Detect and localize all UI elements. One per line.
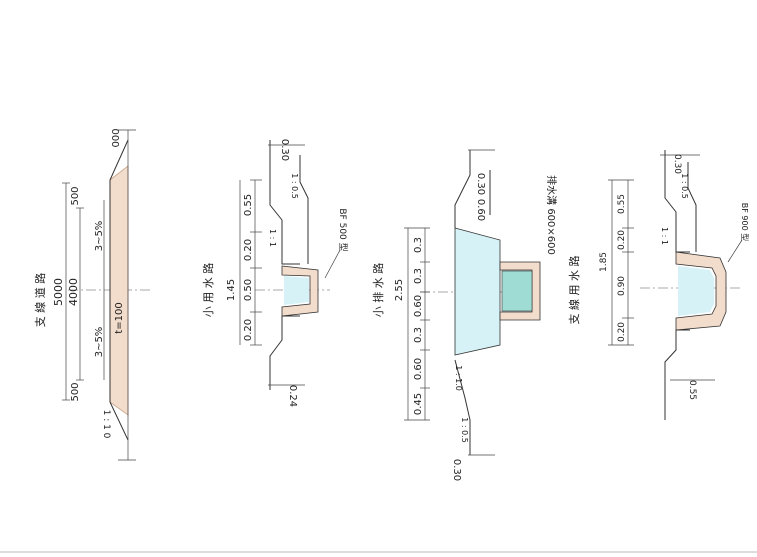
small-irrigation-seg-2: 0.50 — [243, 279, 254, 301]
small-drainage-grate — [501, 270, 533, 312]
small-drainage-slope: 1 : 1.0 — [454, 365, 463, 391]
small-irrigation-lining — [281, 265, 319, 317]
road-title: 支 線 道 路 — [33, 273, 47, 328]
road-edge-dim-top: 500 — [70, 186, 81, 205]
small-irrigation-title: 小 用 水 路 — [202, 263, 215, 318]
small-irrigation-bottom-dim: 0.24 — [287, 385, 298, 407]
road-thickness: t=100 — [114, 302, 125, 333]
branch-irrigation-water — [678, 266, 714, 316]
small-drainage-title: 小 排 水 路 — [371, 263, 385, 318]
small-irrigation-slope: 1 : 0.5 — [290, 173, 299, 199]
section-road: 支 線 道 路 5000 4000 500 500 3~5% 3~5% t=10… — [33, 128, 150, 461]
small-drainage-seg-4: 0.60 — [413, 295, 424, 317]
small-drainage-top-dim-1: 0.30 — [475, 173, 486, 195]
small-drainage-seg-2: 0.60 — [413, 358, 424, 380]
small-irrigation-seg-4: 0.55 — [243, 194, 254, 216]
branch-irrigation-seg-4: 0.55 — [617, 194, 627, 214]
small-drainage-bottom-dim: 0.30 — [451, 459, 462, 481]
small-irrigation-seg-3: 0.20 — [243, 239, 254, 261]
small-irrigation-total: 1.45 — [226, 279, 237, 301]
small-irrigation-water — [284, 276, 309, 305]
road-edge-dim-bottom: 500 — [70, 382, 81, 401]
small-drainage-seg-6: 0.3 — [413, 237, 424, 253]
branch-irrigation-slope-2: 1 : 1 — [660, 227, 669, 245]
small-drainage-water — [454, 227, 501, 356]
section-branch-irrigation: 支 線 用 水 路 1.85 0.20 0.90 0.20 0.55 0.30 … — [567, 150, 749, 420]
small-irrigation-product: BF 500 型 — [337, 208, 348, 251]
road-slope-lower: 3~5% — [94, 327, 105, 358]
small-irrigation-seg-1: 0.20 — [243, 319, 254, 341]
small-drainage-slope-2: 1 : 0.5 — [460, 417, 469, 443]
road-bottom-marker: 1 : 1 0 — [101, 410, 111, 439]
small-irrigation-top-dim: 0.30 — [279, 139, 290, 161]
branch-irrigation-seg-1: 0.20 — [617, 322, 627, 342]
small-drainage-top-dim-2: 0.60 — [475, 199, 486, 221]
branch-irrigation-lining — [675, 251, 727, 331]
section-small-irrigation: 小 用 水 路 1.45 0.20 0.50 0.20 0.55 0.30 0.… — [202, 139, 348, 407]
road-top-marker: 000 — [109, 128, 120, 147]
branch-irrigation-seg-3: 0.20 — [617, 230, 627, 250]
road-width-total: 5000 — [52, 278, 65, 306]
branch-irrigation-bottom-dim: 0.55 — [687, 380, 697, 400]
branch-irrigation-seg-2: 0.90 — [617, 276, 627, 296]
section-small-drainage: 小 排 水 路 2.55 0.45 0.60 0.3 0.60 0.3 0.3 … — [371, 149, 558, 481]
small-drainage-seg-5: 0.3 — [413, 268, 424, 284]
branch-irrigation-top-dim: 0.30 — [672, 154, 682, 174]
road-slope-upper: 3~5% — [94, 221, 105, 252]
branch-irrigation-title: 支 線 用 水 路 — [567, 256, 581, 325]
small-irrigation-slope-2: 1 : 1 — [268, 229, 277, 247]
small-drainage-product: 排水溝 600×600 — [545, 175, 558, 255]
small-drainage-seg-1: 0.45 — [413, 393, 424, 415]
small-drainage-seg-3: 0.3 — [413, 327, 424, 343]
branch-irrigation-total: 1.85 — [599, 252, 609, 272]
branch-irrigation-product: BF 900 型 — [740, 203, 749, 241]
road-width-inner: 4000 — [67, 278, 80, 306]
road-pavement — [109, 165, 129, 416]
small-drainage-total: 2.55 — [394, 279, 405, 301]
branch-irrigation-slope: 1 : 0.5 — [680, 173, 689, 199]
